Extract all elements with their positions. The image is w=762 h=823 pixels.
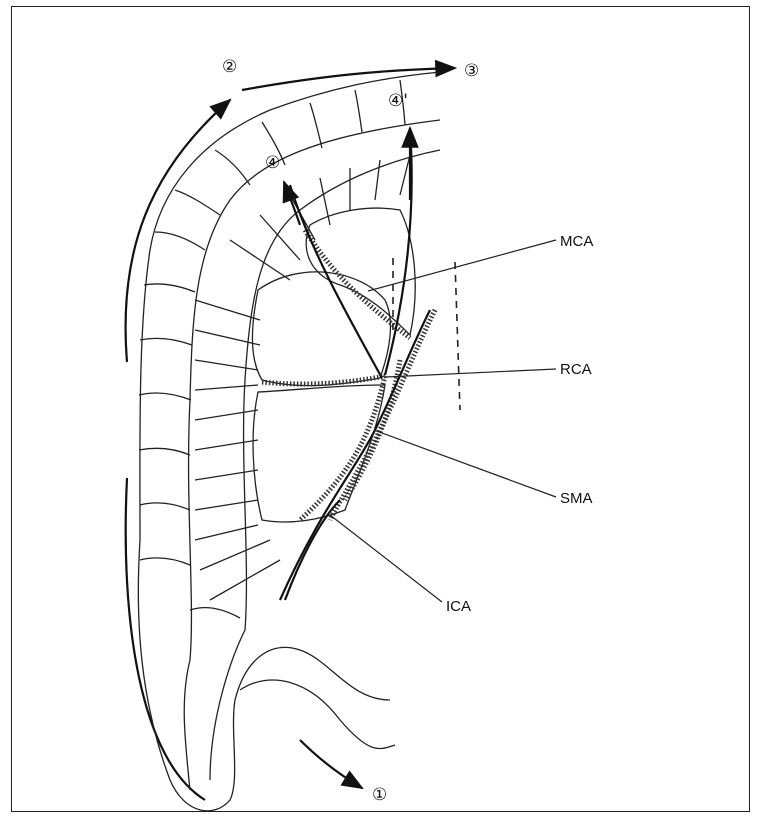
marker-4-prime: ④'	[388, 91, 408, 111]
leader-sma	[374, 430, 556, 497]
dashed-line-2	[455, 262, 460, 410]
leader-mca	[368, 240, 556, 291]
leader-rca	[386, 369, 556, 377]
marker-1: ①	[372, 785, 387, 805]
mesentery	[252, 208, 415, 522]
marker-2: ②	[222, 57, 237, 77]
mobilization-arrow-upper	[126, 100, 230, 362]
colon	[138, 72, 440, 811]
label-rca: RCA	[560, 361, 592, 378]
label-ica: ICA	[446, 598, 471, 615]
leader-ica	[330, 515, 442, 602]
sma-trunk	[280, 130, 435, 600]
marker-4: ④	[265, 153, 280, 173]
label-mca: MCA	[560, 233, 593, 250]
arrow-1	[300, 740, 362, 788]
label-sma: SMA	[560, 490, 593, 507]
marker-3: ③	[464, 61, 479, 81]
mobilization-arrow-lower	[126, 478, 205, 800]
